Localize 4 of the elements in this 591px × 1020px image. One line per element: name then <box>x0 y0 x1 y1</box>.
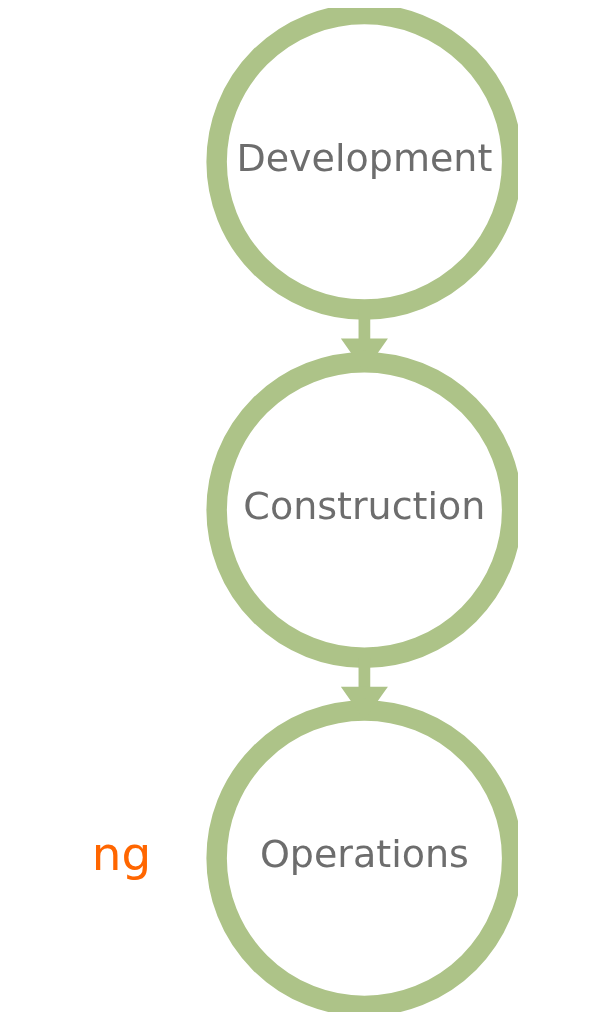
label: ng <box>91 827 151 882</box>
node-circle: Construction <box>205 352 518 668</box>
node-circle: Development <box>205 8 518 320</box>
node-circle: Operations <box>205 700 518 1012</box>
